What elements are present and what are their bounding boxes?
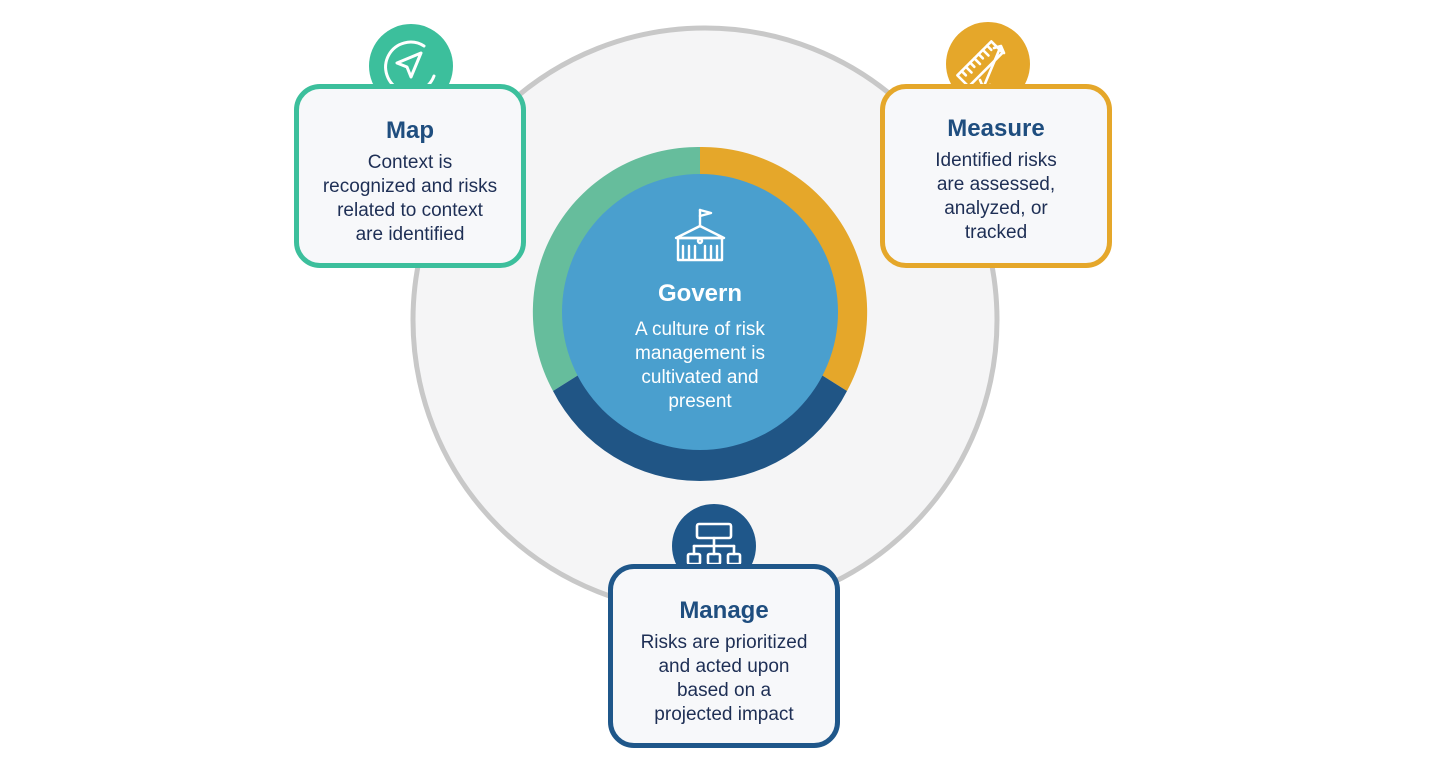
ring-segment-map (532, 146, 700, 391)
govern-description: A culture of risk management is cultivat… (635, 319, 765, 412)
ring-segment-measure (700, 146, 868, 391)
ring-segment-manage (553, 374, 847, 482)
govern-ring (532, 146, 868, 482)
manage-description: Risks are prioritized and acted upon bas… (640, 632, 808, 725)
ruler-icon (956, 40, 1006, 89)
govern-title: Govern (657, 280, 743, 307)
map-card: Map Context is recognized and risks rela… (294, 84, 526, 268)
measure-title: Measure (947, 115, 1045, 142)
map-title: Map (386, 117, 434, 144)
manage-card: Manage Risks are prioritized and acted u… (608, 564, 840, 748)
measure-card: Measure Identified risks are assessed, a… (880, 84, 1112, 268)
govern-circle (562, 174, 838, 450)
govern-label-group: Govern A culture of risk management is c… (560, 280, 840, 414)
map-description: Context is recognized and risks related … (322, 152, 498, 245)
manage-title: Manage (679, 597, 769, 624)
measure-description: Identified risks are assessed, analyzed,… (935, 150, 1057, 243)
building-icon (674, 208, 726, 262)
